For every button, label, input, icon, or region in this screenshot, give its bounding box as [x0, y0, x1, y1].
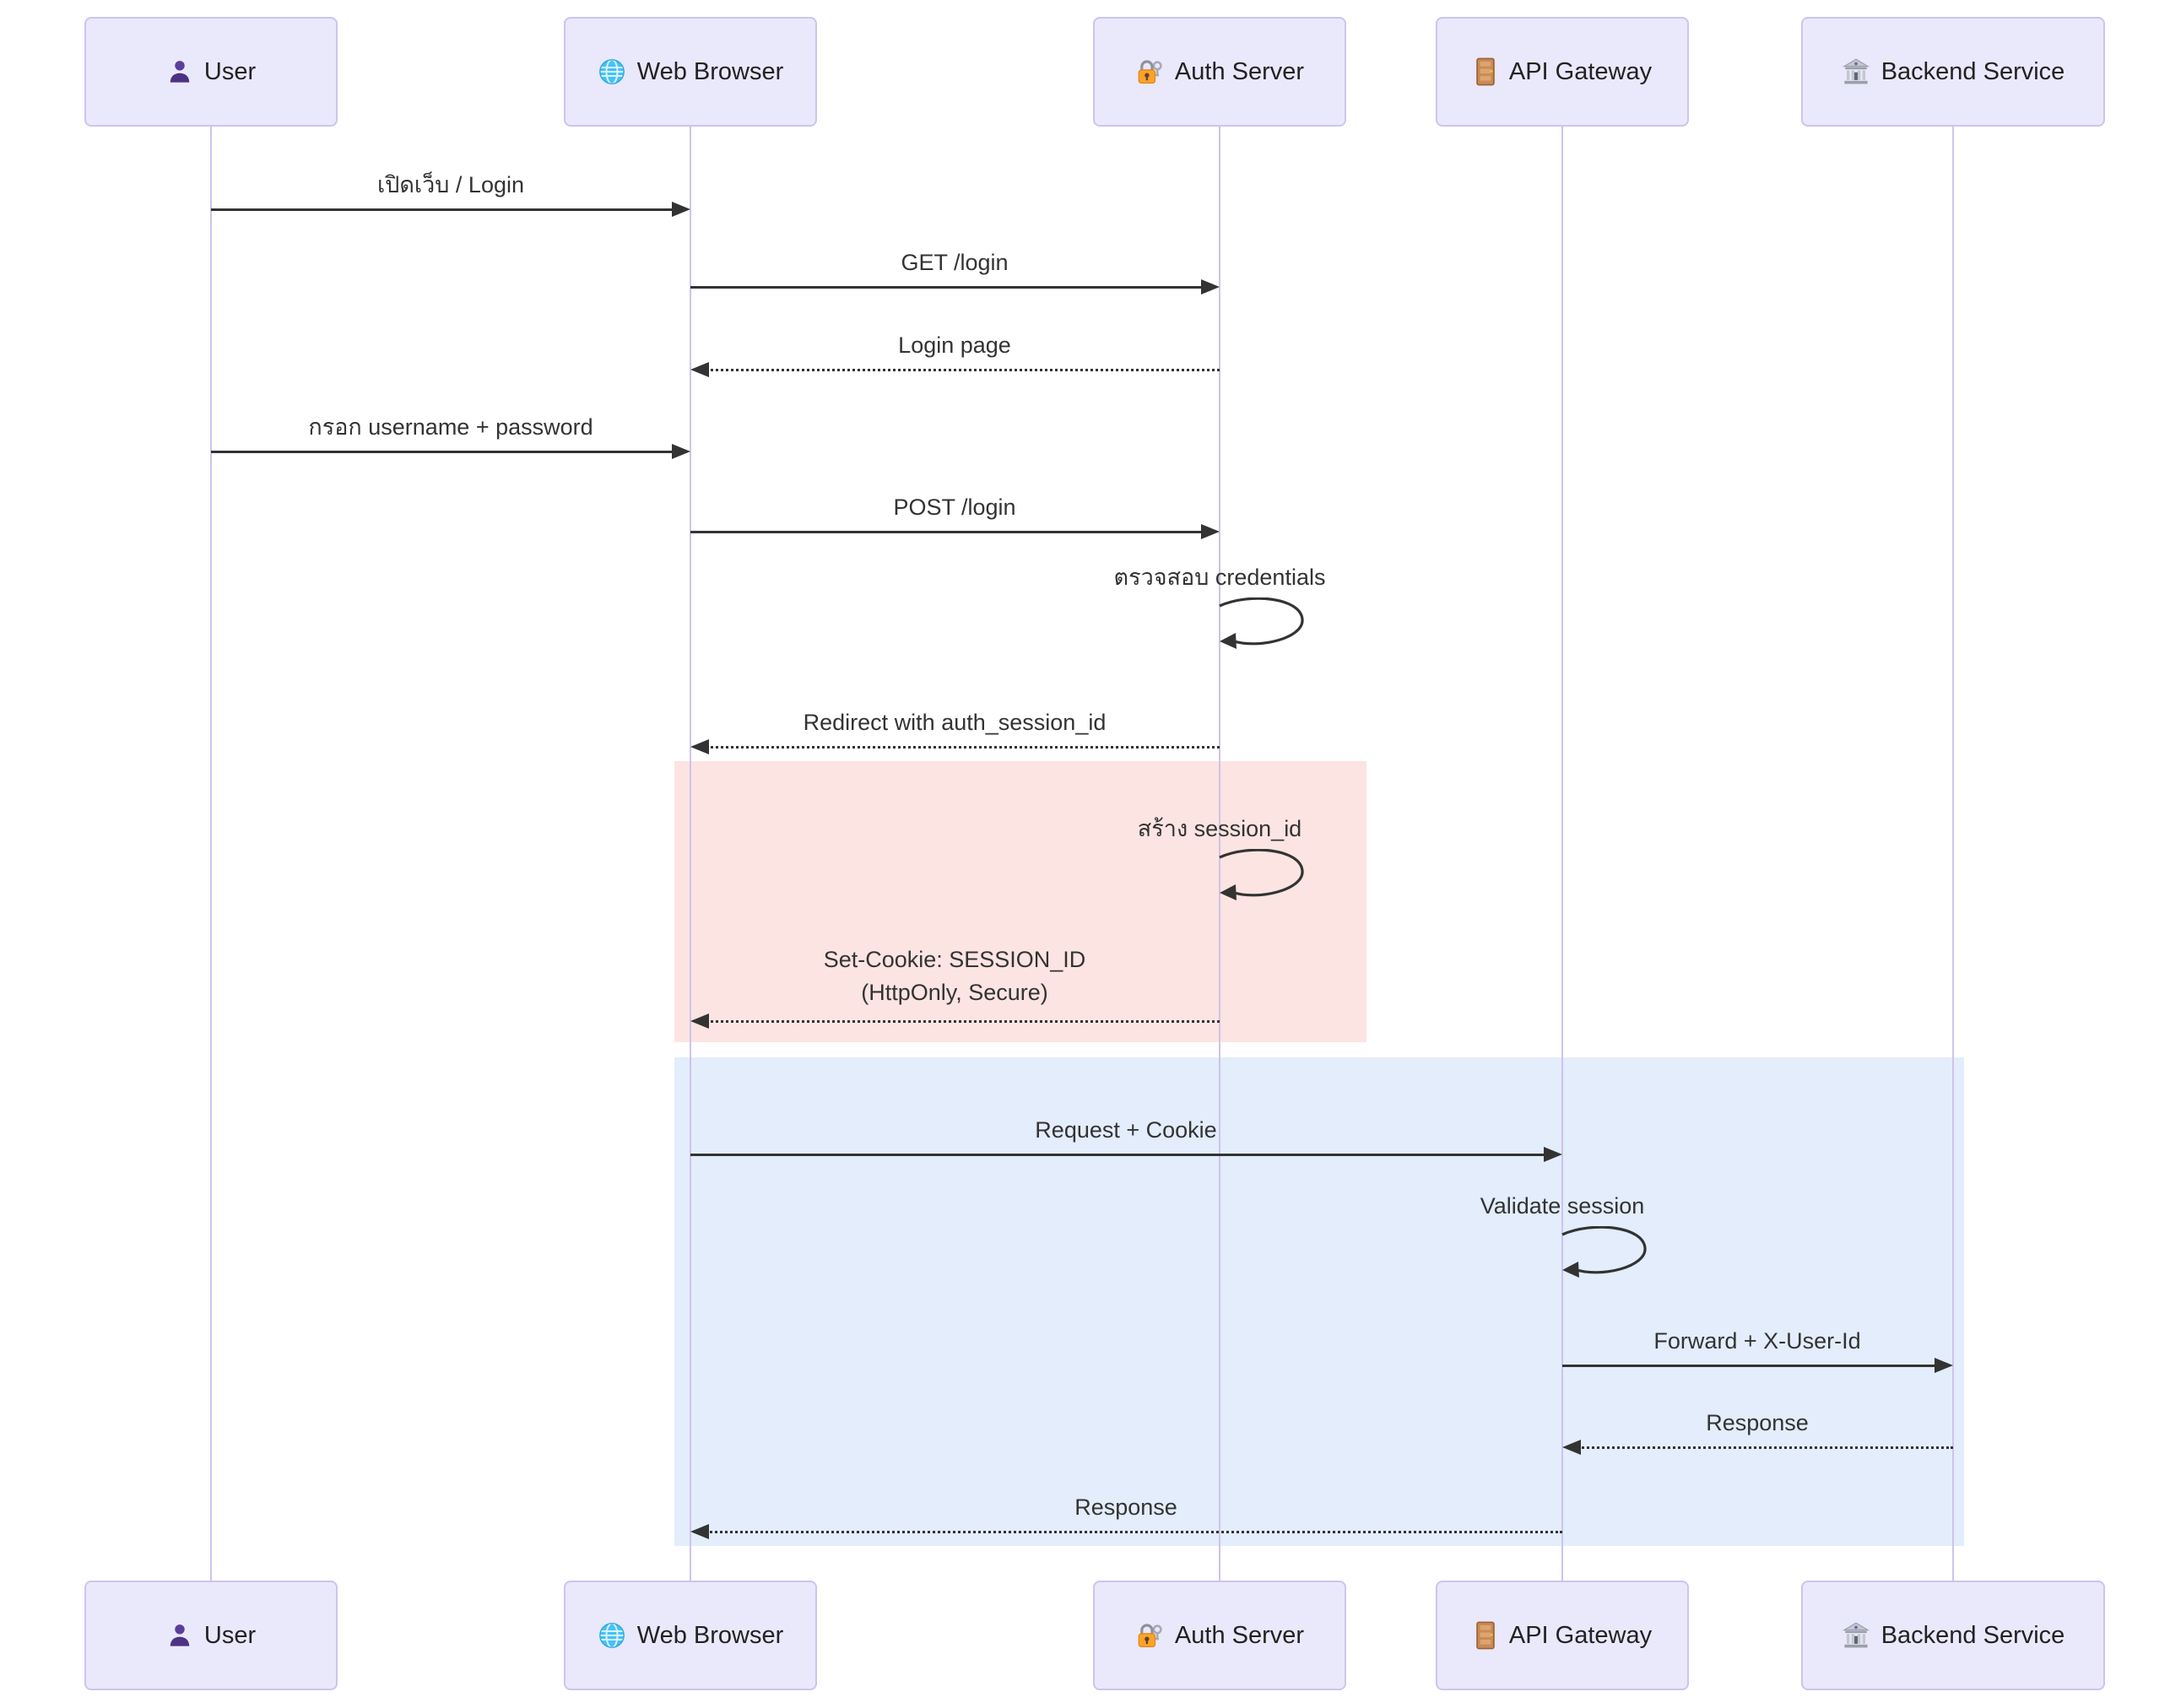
lock-key-icon	[1135, 57, 1164, 86]
message-label: Request + Cookie	[1035, 1117, 1217, 1143]
actor-label: Web Browser	[636, 57, 784, 85]
message-label: POST /login	[893, 495, 1016, 520]
message-label: Set-Cookie: SESSION_ID (HttpOnly, Secure…	[823, 947, 1086, 1006]
actor-label: User	[203, 57, 257, 85]
message-label: Forward + X-User-Id	[1653, 1328, 1861, 1354]
actor-browser-bottom: Web Browser	[564, 1581, 817, 1690]
message-label: Redirect with auth_session_id	[803, 710, 1107, 735]
globe-icon	[598, 57, 626, 86]
self-loop-arrow	[1219, 849, 1304, 900]
actor-auth-top: Auth Server	[1093, 17, 1346, 127]
lifeline-auth	[1219, 72, 1220, 1585]
message-arrow	[690, 531, 1208, 533]
actor-label: API Gateway	[1508, 1621, 1653, 1649]
actor-gateway-bottom: API Gateway	[1436, 1581, 1689, 1690]
actor-label: Auth Server	[1174, 57, 1305, 85]
arrowhead-icon	[1562, 1440, 1581, 1455]
message-label: Response	[1706, 1410, 1809, 1435]
lifeline-browser	[690, 72, 691, 1585]
message-arrow	[706, 1531, 1562, 1533]
arrowhead-icon	[690, 362, 709, 377]
message-arrow	[211, 451, 679, 453]
bank-icon	[1842, 57, 1870, 86]
self-loop-arrow	[1561, 1226, 1647, 1278]
authenticated-request-highlight	[674, 1057, 1964, 1546]
actor-label: Backend Service	[1880, 57, 2065, 85]
message-label: Login page	[898, 332, 1011, 358]
door-icon	[1473, 57, 1498, 86]
user-icon	[166, 1622, 193, 1649]
self-message-label: Validate session	[1480, 1193, 1645, 1219]
self-message-label: ตรวจสอบ credentials	[1113, 565, 1326, 590]
self-message-label: สร้าง session_id	[1137, 816, 1302, 841]
lifeline-gateway	[1561, 72, 1563, 1585]
self-loop-arrow	[1219, 597, 1304, 649]
door-icon	[1473, 1621, 1498, 1650]
actor-user-top: User	[84, 17, 338, 127]
actor-label: Backend Service	[1880, 1621, 2065, 1649]
actor-backend-top: Backend Service	[1801, 17, 2105, 127]
actor-label: User	[203, 1621, 257, 1649]
lock-key-icon	[1135, 1621, 1164, 1650]
message-arrow	[690, 286, 1208, 289]
actor-browser-top: Web Browser	[564, 17, 817, 127]
actor-label: API Gateway	[1508, 57, 1653, 85]
arrowhead-icon	[1544, 1147, 1562, 1162]
arrowhead-icon	[690, 1524, 709, 1539]
message-arrow	[706, 746, 1220, 749]
message-arrow	[1562, 1365, 1941, 1367]
globe-icon	[598, 1621, 626, 1650]
actor-user-bottom: User	[84, 1581, 338, 1690]
arrowhead-icon	[672, 444, 690, 459]
message-label: เปิดเว็บ / Login	[377, 172, 524, 197]
arrowhead-icon	[1935, 1358, 1953, 1373]
actor-label: Web Browser	[636, 1621, 784, 1649]
arrowhead-icon	[1201, 279, 1220, 295]
message-arrow	[1577, 1446, 1953, 1449]
actor-auth-bottom: Auth Server	[1093, 1581, 1346, 1690]
message-arrow	[706, 369, 1220, 371]
lifeline-backend	[1952, 72, 1954, 1585]
user-icon	[166, 58, 193, 85]
actor-label: Auth Server	[1174, 1621, 1305, 1649]
arrowhead-icon	[1201, 524, 1220, 539]
message-label: GET /login	[901, 250, 1009, 275]
message-arrow	[211, 208, 679, 211]
message-label: Response	[1074, 1494, 1177, 1520]
session-creation-highlight	[674, 761, 1366, 1042]
arrowhead-icon	[690, 1013, 709, 1029]
lifeline-user	[210, 72, 212, 1585]
arrowhead-icon	[672, 202, 690, 217]
message-arrow	[690, 1154, 1550, 1156]
actor-backend-bottom: Backend Service	[1801, 1581, 2105, 1690]
message-arrow	[706, 1020, 1220, 1023]
bank-icon	[1842, 1621, 1870, 1650]
message-label: กรอก username + password	[308, 414, 593, 440]
actor-gateway-top: API Gateway	[1436, 17, 1689, 127]
arrowhead-icon	[690, 739, 709, 754]
